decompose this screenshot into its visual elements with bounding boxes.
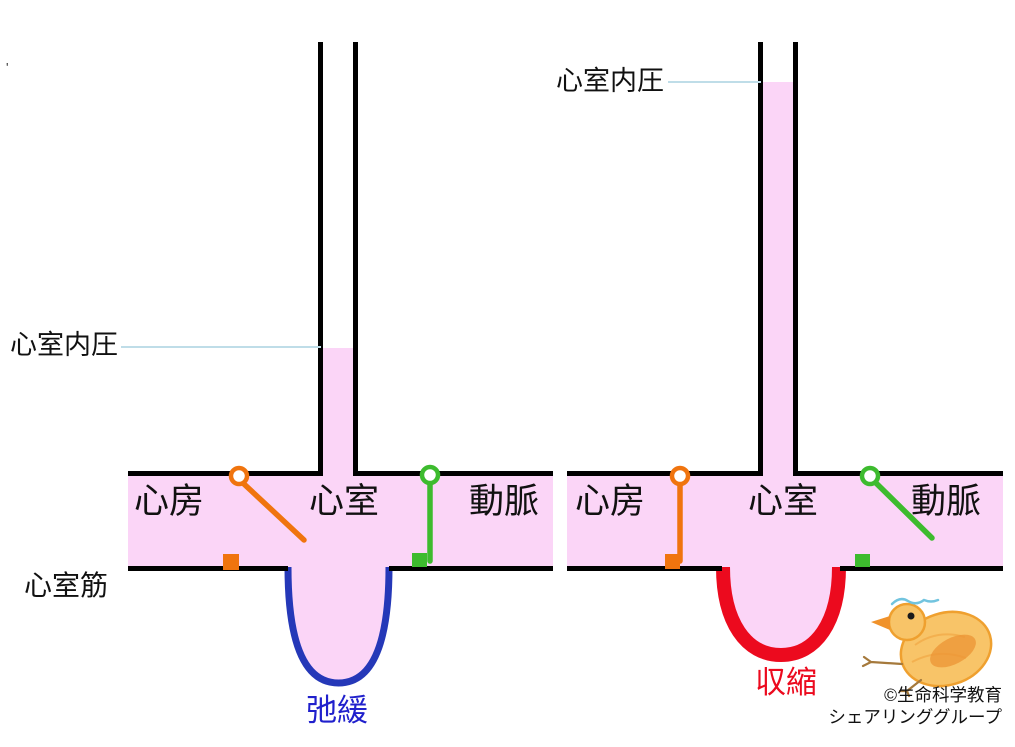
left-atrium-label: 心房 [134, 482, 205, 521]
right-tube-wall-left [758, 42, 763, 476]
right-channel-fill [567, 474, 1003, 567]
stray-mark: ' [6, 60, 9, 75]
left-ventricle-bulge-relaxed [284, 566, 393, 687]
left-aortic-valve-hinge-icon [419, 464, 441, 486]
right-tube-wall-right [793, 42, 798, 476]
right-panel [567, 42, 1003, 663]
right-pressure-label: 心室内圧 [556, 66, 664, 96]
right-aortic-valve-seat-marker [855, 554, 870, 567]
left-channel-fill [128, 474, 553, 567]
left-channel-top-border-b [358, 471, 553, 476]
left-channel-bottom-border-a [128, 566, 288, 571]
right-ventricle-bulge-contracted [716, 566, 846, 663]
right-artery-label: 動脈 [911, 482, 982, 521]
left-ventricle-label: 心室 [309, 482, 380, 521]
left-pressure-label: 心室内圧 [10, 330, 118, 360]
relaxation-state-label: 弛緩 [306, 693, 368, 728]
contraction-state-label: 収縮 [755, 665, 817, 700]
left-aortic-valve-seat-marker [412, 553, 427, 567]
right-channel-top-border-a [567, 471, 758, 476]
right-pressure-column [763, 82, 793, 476]
left-av-valve-open-line [241, 481, 307, 543]
left-av-valve-seat-marker [223, 554, 239, 570]
chick-beak-icon [871, 616, 890, 630]
right-channel-top-border-b [798, 471, 1003, 476]
chick-head-squiggle [890, 597, 940, 606]
chick-eye [907, 612, 915, 620]
left-channel-top-border-a [128, 471, 318, 476]
chick-wing [930, 634, 976, 668]
left-av-valve-hinge-icon [228, 465, 250, 487]
ventricular-muscle-label: 心室筋 [24, 570, 109, 601]
left-channel-bottom-border-b [389, 566, 553, 571]
right-atrium-label: 心房 [575, 482, 646, 521]
left-pressure-column [323, 348, 353, 476]
chick-illustration [861, 597, 993, 698]
left-tube-wall-right [353, 42, 358, 476]
right-ventricle-label: 心室 [748, 482, 819, 521]
copyright-line2: シェアリンググループ [828, 706, 1002, 727]
right-av-valve-seat-marker [665, 554, 680, 569]
chick-head [887, 602, 927, 642]
right-aortic-valve-open-line [873, 480, 935, 541]
left-tube-wall-left [318, 42, 323, 476]
chick-legs [861, 655, 923, 698]
right-av-valve-hinge-icon [669, 465, 691, 487]
right-aortic-valve-hinge-icon [859, 465, 881, 487]
right-channel-bottom-border-a [567, 566, 722, 571]
copyright-line1: ©生命科学教育 [884, 685, 1002, 705]
left-artery-label: 動脈 [469, 482, 540, 521]
left-panel [121, 42, 553, 687]
right-channel-bottom-border-b [840, 566, 1003, 571]
copyright-credit: ©生命科学教育 シェアリンググループ [828, 685, 1002, 728]
